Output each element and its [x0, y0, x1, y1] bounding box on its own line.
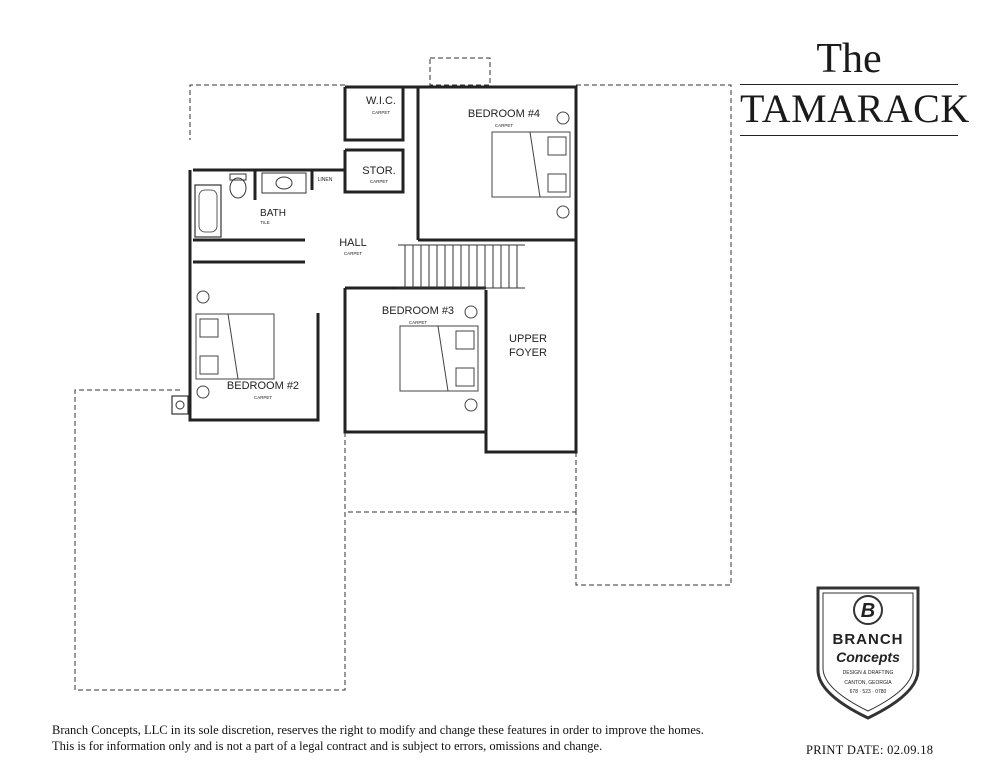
room-label-bedroom2: BEDROOM #2 [227, 380, 299, 392]
lower-level-outline [74, 57, 732, 691]
logo-monogram: B [861, 600, 875, 622]
room-floor-hall: CARPET [344, 251, 363, 256]
room-label-upper-foyer-1: UPPER [509, 333, 547, 345]
room-label-bedroom3: BEDROOM #3 [382, 305, 454, 317]
room-floor-bedroom2: CARPET [254, 395, 273, 400]
logo-location: CANTON, GEORGIA [844, 680, 892, 686]
room-floor-bedroom3: CARPET [409, 320, 428, 325]
toilet-tank [229, 173, 247, 181]
bathtub-basin [198, 189, 218, 233]
print-date: PRINT DATE: 02.09.18 [806, 743, 934, 757]
room-label-linen: LINEN [318, 177, 333, 183]
chase-symbol [175, 400, 185, 410]
bed-bedroom3 [399, 305, 479, 412]
bed-bedroom4 [491, 111, 571, 219]
sink [275, 176, 293, 190]
room-label-bath: BATH [260, 208, 286, 219]
logo-tagline: DESIGN & DRAFTING [843, 670, 894, 676]
room-floor-wic: CARPET [372, 110, 391, 115]
branch-concepts-logo: B BRANCH Concepts DESIGN & DRAFTING CANT… [816, 586, 920, 720]
room-label-bedroom4: BEDROOM #4 [468, 108, 540, 120]
logo-phone: 678 · 523 · 0780 [850, 689, 887, 695]
room-floor-stor: CARPET [370, 179, 389, 184]
walls [188, 85, 578, 454]
logo-name: BRANCH [833, 631, 904, 648]
room-label-upper-foyer-2: FOYER [509, 347, 547, 359]
logo-script: Concepts [836, 649, 900, 665]
bed-bedroom2 [195, 290, 275, 399]
toilet [229, 177, 247, 199]
legal-disclaimer: Branch Concepts, LLC in its sole discret… [52, 723, 704, 753]
chase [171, 395, 189, 415]
room-label-wic: W.I.C. [366, 95, 396, 107]
room-label-stor: STOR. [362, 165, 395, 177]
title-line-the: The [816, 36, 882, 82]
staircase [398, 244, 525, 289]
room-floor-bedroom4: CARPET [495, 123, 514, 128]
vanity [261, 172, 307, 194]
title-line-name: TAMARACK [740, 84, 969, 136]
room-label-hall: HALL [339, 237, 367, 249]
plan-title: The TAMARACK [740, 36, 969, 136]
room-floor-bath: TILE [260, 220, 270, 225]
bathtub [194, 184, 222, 238]
